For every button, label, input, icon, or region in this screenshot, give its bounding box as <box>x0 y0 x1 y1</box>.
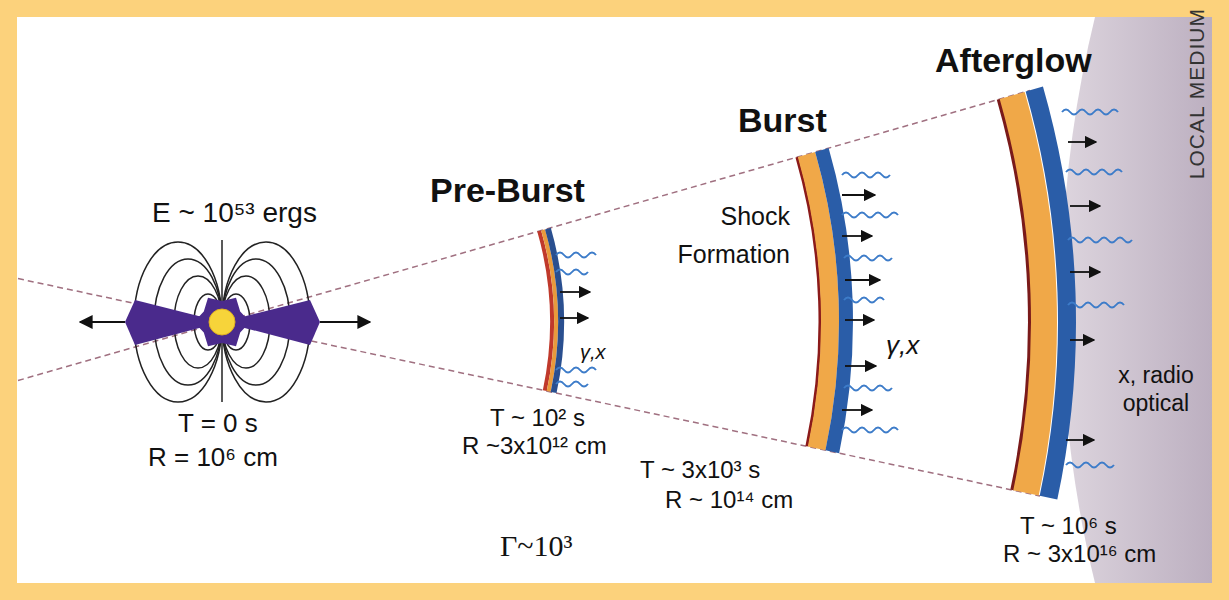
emission-label: x, radio optical <box>1100 362 1212 417</box>
radius-label: R ~ 10¹⁴ cm <box>665 486 793 515</box>
frame-ground <box>17 17 1212 583</box>
cone-line <box>18 90 1040 496</box>
time-label: T ~ 3x10³ s <box>640 456 760 485</box>
central-engine <box>80 240 370 402</box>
region-label: LOCAL MEDIUM <box>1184 8 1209 179</box>
motion-arrow <box>560 142 1100 440</box>
emission-label: γ,x <box>886 330 919 361</box>
time-label: T ~ 10⁶ s <box>1020 512 1117 541</box>
burst-shell <box>797 150 846 452</box>
stage-title: Burst <box>738 100 827 141</box>
afterglow-shell <box>999 89 1067 498</box>
emission-label: γ,x <box>580 340 606 364</box>
stage-title: Pre-Burst <box>430 170 585 211</box>
lorentz-factor: Γ~10³ <box>500 528 573 564</box>
time-label: T = 0 s <box>178 408 258 439</box>
radius-label: R = 10⁶ cm <box>148 442 278 473</box>
photon-wave <box>556 110 1132 468</box>
time-label: T ~ 10² s <box>490 404 585 433</box>
stage-title: Afterglow <box>935 40 1092 81</box>
radius-label: R ~ 3x10¹⁶ cm <box>1003 540 1156 569</box>
stage-note: Shock Formation <box>625 198 790 273</box>
radius-label: R ~3x10¹² cm <box>462 432 607 461</box>
energy-label: E ~ 10⁵³ ergs <box>152 196 317 230</box>
